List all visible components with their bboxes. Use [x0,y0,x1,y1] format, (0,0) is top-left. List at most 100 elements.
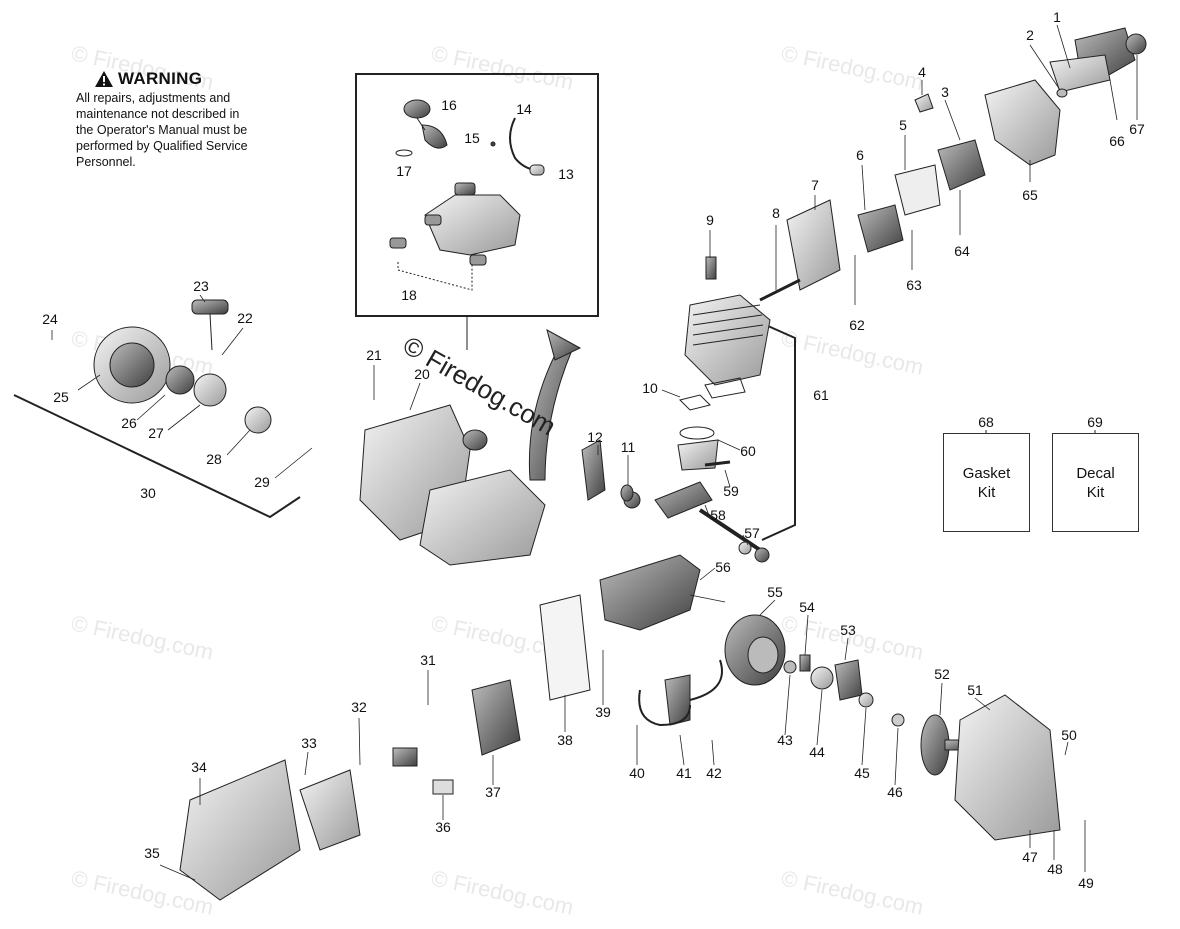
callout-3: 3 [941,84,949,100]
callout-44: 44 [809,744,825,760]
callout-59: 59 [723,483,739,499]
callout-50: 50 [1061,727,1077,743]
callout-15: 15 [464,130,480,146]
callout-37: 37 [485,784,501,800]
warning-line: Personnel. [76,155,136,169]
piston [677,426,731,471]
clutch-drum [920,714,971,776]
callout-6: 6 [856,147,864,163]
fuel-tank [389,182,521,266]
part-12 [581,439,606,501]
callout-27: 27 [148,425,164,441]
callout-22: 22 [237,310,253,326]
callout-23: 23 [193,278,209,294]
callout-30: 30 [140,485,156,501]
callout-29: 29 [254,474,270,490]
callout-24: 24 [42,311,58,327]
warning-heading: WARNING [94,70,306,88]
callout-2: 2 [1026,27,1034,43]
callout-12: 12 [587,429,603,445]
callout-62: 62 [849,317,865,333]
intake-manifold [857,204,904,253]
decal-kit-box[interactable]: Decal Kit [1052,433,1139,532]
warning-notice: WARNING All repairs, adjustments and mai… [76,70,306,170]
callout-57: 57 [744,525,760,541]
heat-shield [786,199,841,291]
warning-line: maintenance not described in [76,107,240,121]
callout-38: 38 [557,732,573,748]
callout-48: 48 [1047,861,1063,877]
callout-60: 60 [740,443,756,459]
callout-16: 16 [441,97,457,113]
warning-line: performed by Qualified Service [76,139,248,153]
o-ring-17 [395,149,413,157]
warning-line: the Operator's Manual must be [76,123,248,137]
callout-47: 47 [1022,849,1038,865]
air-filter-housing [984,79,1061,166]
callout-20: 20 [414,366,430,382]
callout-35: 35 [144,845,160,861]
callout-10: 10 [642,380,658,396]
fuel-line [509,117,536,171]
engine-shroud [179,759,301,901]
callout-46: 46 [887,784,903,800]
callout-61: 61 [813,387,829,403]
crankcase [599,554,701,631]
kit-label-line1: Gasket [962,464,1011,482]
ignition-coil [664,674,691,726]
kit-label-line2: Kit [977,483,996,501]
callout-9: 9 [706,212,714,228]
clutch [834,659,863,701]
callout-69: 69 [1087,414,1103,430]
callout-5: 5 [899,117,907,133]
callout-52: 52 [934,666,950,682]
callout-53: 53 [840,622,856,638]
starter-housing [93,326,171,404]
bracket-30 [13,394,301,519]
callout-67: 67 [1129,121,1145,137]
callout-28: 28 [206,451,222,467]
callout-58: 58 [710,507,726,523]
gasket-5 [894,164,941,216]
fuel-system-inset-frame [355,73,599,317]
callout-14: 14 [516,101,532,117]
callout-26: 26 [121,415,137,431]
kit-label-line1: Decal [1076,464,1115,482]
gasket-kit-box[interactable]: Gasket Kit [943,433,1030,532]
starter-handle [191,299,229,315]
callout-33: 33 [301,735,317,751]
assembly-arrow [528,344,573,481]
callout-25: 25 [53,389,69,405]
callout-56: 56 [715,559,731,575]
crankshaft [623,481,770,563]
spark-plug [705,256,717,280]
callout-31: 31 [420,652,436,668]
callout-51: 51 [967,682,983,698]
callout-11: 11 [621,439,636,455]
callout-42: 42 [706,765,722,781]
callout-8: 8 [772,205,780,221]
gear-housing [954,694,1061,841]
callout-17: 17 [396,163,412,179]
callout-1: 1 [1053,9,1061,25]
fuel-tank-lower [419,469,546,566]
callout-18: 18 [401,287,417,303]
callout-66: 66 [1109,133,1125,149]
callout-7: 7 [811,177,819,193]
callout-40: 40 [629,765,645,781]
warning-line: All repairs, adjustments and [76,91,231,105]
callout-43: 43 [777,732,793,748]
flywheel [724,614,786,686]
callout-65: 65 [1022,187,1038,203]
callout-54: 54 [799,599,815,615]
callout-64: 64 [954,243,970,259]
callout-45: 45 [854,765,870,781]
kit-label-line2: Kit [1086,483,1105,501]
air-filter-cover [1049,27,1147,98]
cylinder [684,294,771,386]
callout-21: 21 [366,347,382,363]
callout-34: 34 [191,759,207,775]
callout-32: 32 [351,699,367,715]
callout-41: 41 [676,765,692,781]
